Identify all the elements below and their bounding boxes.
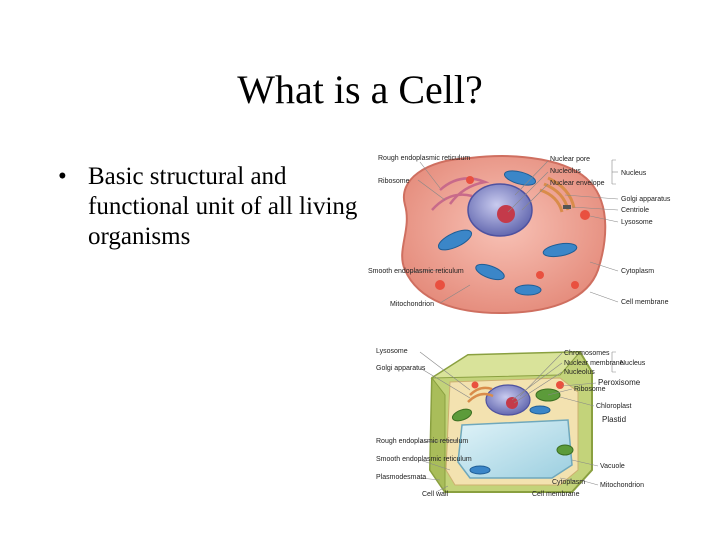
plant-cell-wall-top bbox=[430, 351, 582, 379]
label-centriole: Centriole bbox=[621, 207, 649, 214]
plant-cell-wall-side bbox=[429, 376, 446, 494]
label-plant-chromosomes: Chromosomes bbox=[564, 350, 610, 357]
label-plant-plasmodesmata: Plasmodesmata bbox=[376, 474, 426, 481]
label-plant-rough-er: Rough endoplasmic reticulum bbox=[376, 438, 468, 445]
label-plant-nuclear-membrane: Nuclear membrane bbox=[564, 360, 624, 367]
animal-lysosome bbox=[536, 271, 544, 279]
animal-mitochondrion bbox=[514, 284, 542, 296]
label-plant-cell-membrane: Cell membrane bbox=[532, 491, 580, 498]
label-plant-cytoplasm: Cytoplasm bbox=[552, 479, 585, 486]
label-lysosome: Lysosome bbox=[621, 219, 653, 226]
label-cell-membrane: Cell membrane bbox=[621, 299, 669, 306]
label-plant-vacuole: Vacuole bbox=[600, 463, 625, 470]
label-plant-nucleus: Nucleus bbox=[620, 360, 646, 367]
plant-chloroplast bbox=[556, 444, 574, 456]
label-plant-peroxisome: Peroxisome bbox=[598, 378, 641, 387]
plant-lysosome bbox=[471, 381, 479, 389]
animal-mitochondrion bbox=[542, 242, 578, 258]
label-plant-ribosome: Ribosome bbox=[574, 386, 606, 393]
animal-er bbox=[431, 177, 490, 211]
animal-lysosome bbox=[435, 280, 445, 290]
animal-lysosome bbox=[580, 210, 590, 220]
label-nuclear-pore: Nuclear pore bbox=[550, 156, 590, 163]
plant-peroxisome bbox=[556, 381, 564, 389]
animal-lysosome bbox=[466, 176, 474, 184]
animal-mitochondrion bbox=[437, 229, 473, 251]
bullet-item: • Basic structural and functional unit o… bbox=[58, 162, 358, 252]
plant-cell-diagram: Lysosome Golgi apparatus Rough endoplasm… bbox=[376, 348, 646, 498]
label-plant-plastid: Plastid bbox=[602, 415, 626, 424]
label-nucleus: Nucleus bbox=[621, 170, 647, 177]
label-plant-nucleolus: Nucleolus bbox=[564, 369, 595, 376]
label-plant-chloroplast: Chloroplast bbox=[596, 403, 631, 410]
animal-centriole bbox=[563, 205, 571, 209]
bullet-text: Basic structural and functional unit of … bbox=[88, 163, 358, 250]
plant-mitochondrion bbox=[529, 405, 551, 415]
animal-cell-diagram: Rough endoplasmic reticulum Ribosome Smo… bbox=[368, 155, 671, 315]
label-plant-mitochondrion: Mitochondrion bbox=[600, 482, 644, 489]
plant-mitochondrion bbox=[469, 465, 491, 475]
label-plant-cell-wall: Cell wall bbox=[422, 491, 449, 498]
plant-chloroplast bbox=[451, 408, 473, 422]
label-rough-er: Rough endoplasmic reticulum bbox=[378, 155, 470, 162]
label-mitochondrion: Mitochondrion bbox=[390, 301, 434, 308]
label-nuclear-envelope: Nuclear envelope bbox=[550, 180, 605, 187]
slide-title: What is a Cell? bbox=[237, 67, 483, 112]
plant-golgi bbox=[467, 386, 494, 403]
label-plant-golgi: Golgi apparatus bbox=[376, 365, 426, 372]
label-ribosome: Ribosome bbox=[378, 178, 410, 185]
animal-lysosome bbox=[571, 281, 579, 289]
label-plant-smooth-er: Smooth endoplasmic reticulum bbox=[376, 456, 472, 463]
bullet-list: • Basic structural and functional unit o… bbox=[58, 162, 358, 252]
plant-vacuole bbox=[457, 419, 573, 479]
label-golgi: Golgi apparatus bbox=[621, 196, 671, 203]
animal-mitochondrion bbox=[475, 263, 505, 281]
plant-nucleolus bbox=[506, 397, 518, 409]
label-cytoplasm: Cytoplasm bbox=[621, 268, 654, 275]
label-smooth-er: Smooth endoplasmic reticulum bbox=[368, 268, 464, 275]
bullet-dot-icon: • bbox=[58, 163, 67, 190]
label-plant-lysosome: Lysosome bbox=[376, 348, 408, 355]
label-nucleolus: Nucleolus bbox=[550, 168, 581, 175]
